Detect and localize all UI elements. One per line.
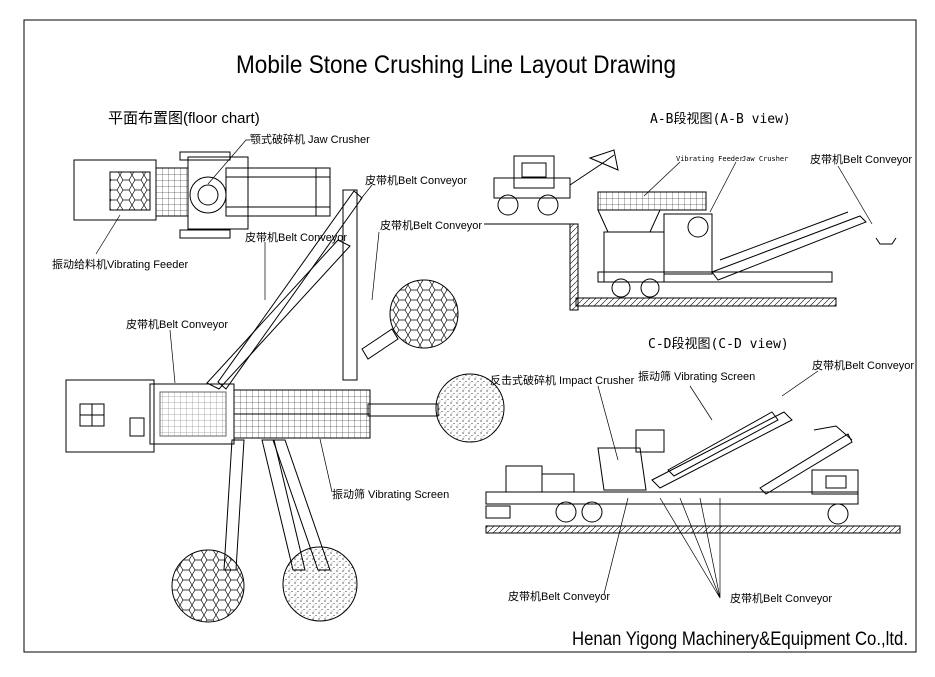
floor-chart: 平面布置图(floor chart) (52, 110, 505, 623)
jaw-crusher-unit (73, 151, 331, 239)
stockpile-dots-bottom (282, 546, 358, 622)
jaw-crusher-label: 颚式破碎机 Jaw Crusher (250, 132, 370, 146)
cd-leaders (597, 370, 819, 599)
stockpile-hex-top (389, 279, 459, 349)
cd-machine (485, 411, 859, 525)
belt-conveyor-label-2: 皮带机Belt Conveyor (245, 230, 347, 244)
floor-chart-heading: 平面布置图(floor chart) (108, 110, 260, 127)
belt-conveyor-label-1: 皮带机Belt Conveyor (365, 173, 467, 187)
stockpile-hex-bottom (171, 549, 245, 623)
ab-belt-conveyor-label: 皮带机Belt Conveyor (810, 152, 912, 166)
floor-conveyors (206, 189, 439, 571)
ab-view-heading: A-B段视图(A-B view) (650, 112, 791, 127)
belt-conveyor-label-4: 皮带机Belt Conveyor (126, 317, 228, 331)
company-name: Henan Yigong Machinery&Equipment Co.,ltd… (572, 629, 908, 650)
ab-jaw-crusher-label: Jaw Crusher (742, 155, 788, 163)
ab-leaders (643, 161, 873, 225)
floor-leaders (95, 139, 380, 493)
cd-view: C-D段视图(C-D view) (485, 337, 914, 605)
cd-view-heading: C-D段视图(C-D view) (648, 337, 789, 352)
ab-vibrating-feeder-label: Vibrating Feeder (676, 155, 743, 163)
cd-belt-conveyor-label-bottom-left: 皮带机Belt Conveyor (508, 589, 610, 603)
cd-vibrating-screen-label: 振动筛 Vibrating Screen (638, 369, 755, 383)
cd-ground (485, 525, 901, 534)
ab-hopper-discharge (875, 237, 897, 245)
impact-crusher-label: 反击式破碎机 Impact Crusher (490, 373, 635, 387)
screen-vehicle (65, 379, 371, 453)
drawing-border (23, 19, 917, 653)
cd-belt-conveyor-label-top: 皮带机Belt Conveyor (812, 358, 914, 372)
drawing-title: Mobile Stone Crushing Line Layout Drawin… (236, 51, 676, 79)
stockpile-dots-right (435, 373, 505, 443)
ab-machine (597, 191, 867, 298)
wheel-loader (493, 149, 619, 216)
ab-ground (484, 223, 837, 311)
vibrating-screen-label: 振动筛 Vibrating Screen (332, 487, 449, 501)
vibrating-feeder-label: 振动给料机Vibrating Feeder (52, 257, 188, 271)
cd-belt-conveyor-label-bottom-right: 皮带机Belt Conveyor (730, 591, 832, 605)
ab-view: A-B段视图(A-B view) (484, 112, 912, 311)
belt-conveyor-label-3: 皮带机Belt Conveyor (380, 218, 482, 232)
